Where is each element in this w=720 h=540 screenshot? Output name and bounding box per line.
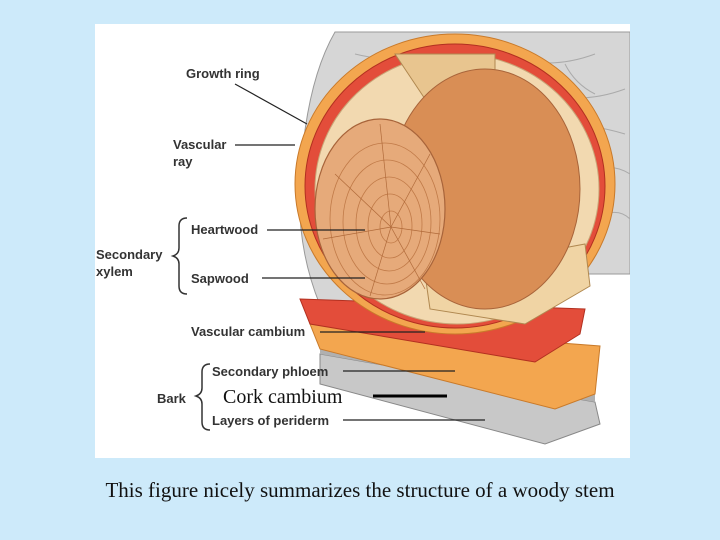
figure-caption: This figure nicely summarizes the struct… — [105, 478, 615, 502]
leader-lines — [234, 83, 485, 421]
label-vascular-cambium: Vascular cambium — [191, 324, 306, 339]
label-growth-ring: Growth ring — [186, 66, 260, 81]
label-vascular-ray: Vascular ray — [173, 137, 227, 169]
label-bark: Bark — [157, 391, 186, 406]
label-sapwood: Sapwood — [191, 271, 249, 286]
label-secondary-xylem: Secondary xylem — [96, 247, 163, 279]
label-secondary-phloem: Secondary phloem — [212, 364, 329, 379]
label-cork-cambium: Cork cambium — [223, 386, 343, 408]
label-layers-of-periderm: Layers of periderm — [212, 413, 330, 428]
stem-diagram: Growth ring Vascular ray Secondary xylem… — [95, 24, 630, 458]
growth-rings — [329, 142, 441, 296]
stem-illustration — [170, 31, 630, 445]
label-heartwood: Heartwood — [191, 222, 259, 237]
vascular-rays — [322, 123, 441, 297]
heartwood-face — [314, 118, 446, 300]
braces — [170, 217, 211, 431]
